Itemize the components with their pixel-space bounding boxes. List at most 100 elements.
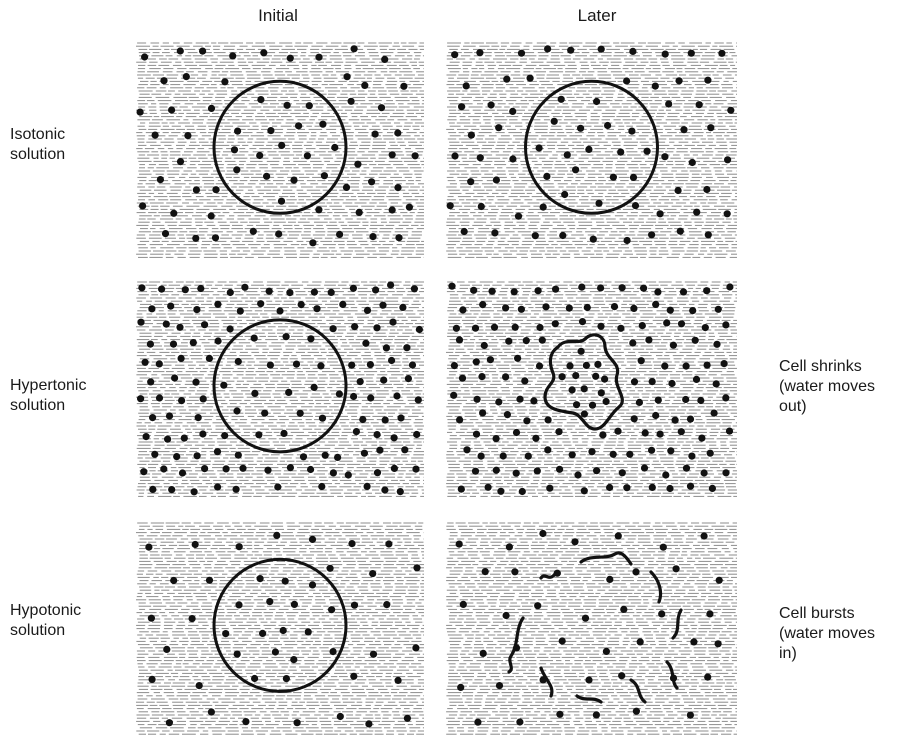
panel-hypertonic-later <box>445 279 738 497</box>
solute-dot <box>493 467 500 474</box>
solute-dot <box>319 121 326 128</box>
solute-dot <box>603 648 610 655</box>
solute-dot <box>162 230 169 237</box>
solute-dot <box>348 98 355 105</box>
solute-dot <box>193 306 200 313</box>
solute-dot <box>636 399 643 406</box>
solute-dot <box>192 235 199 242</box>
solute-dot <box>680 126 687 133</box>
solute-dot <box>168 486 175 493</box>
solute-dot <box>167 303 174 310</box>
solute-dot <box>566 305 573 312</box>
solute-dot <box>184 132 191 139</box>
solute-dot <box>148 615 155 622</box>
solute-dot <box>509 108 516 115</box>
solute-dot <box>385 540 392 547</box>
solute-dot <box>412 644 419 651</box>
solute-dot <box>660 544 667 551</box>
solute-dot <box>532 435 539 442</box>
solute-dot <box>309 239 316 246</box>
solute-dot <box>273 532 280 539</box>
solute-dot <box>376 447 383 454</box>
solute-dot <box>322 452 329 459</box>
solute-dot <box>275 230 282 237</box>
solute-dot <box>593 467 600 474</box>
solute-dot <box>267 127 274 134</box>
panel-hypotonic-later <box>445 520 738 735</box>
solute-dot <box>467 178 474 185</box>
panel-isotonic-later <box>445 40 738 259</box>
solute-dot <box>227 289 234 296</box>
solute-dot <box>147 341 154 348</box>
solute-dot <box>463 82 470 89</box>
solute-dot <box>348 362 355 369</box>
solute-dot <box>478 373 485 380</box>
solute-dot <box>367 394 374 401</box>
solute-dot <box>579 318 586 325</box>
solute-dot <box>357 378 364 385</box>
solute-dot <box>351 323 358 330</box>
solute-dot <box>463 446 470 453</box>
solute-dot <box>327 565 334 572</box>
solute-dot <box>451 51 458 58</box>
solute-dot <box>380 377 387 384</box>
solute-dot <box>236 543 243 550</box>
solute-dot <box>330 325 337 332</box>
solute-dot <box>521 377 528 384</box>
solute-dot <box>381 486 388 493</box>
solute-dot <box>331 144 338 151</box>
solute-dot <box>251 335 258 342</box>
solute-dot <box>287 55 294 62</box>
solute-dot <box>683 465 690 472</box>
solute-dot <box>379 302 386 309</box>
solute-dot <box>378 104 385 111</box>
solute-dot <box>460 601 467 608</box>
solute-dot <box>263 173 270 180</box>
solute-dot <box>482 568 489 575</box>
solute-dot <box>606 484 613 491</box>
row-label-hypertonic-line2: solution <box>10 396 86 416</box>
solute-dot <box>518 306 525 313</box>
solute-dot <box>566 362 573 369</box>
solute-dot <box>604 122 611 129</box>
solute-dot <box>406 204 413 211</box>
solute-dot <box>145 544 152 551</box>
solute-dot <box>220 382 227 389</box>
solute-dot <box>707 450 714 457</box>
solute-dot <box>149 676 156 683</box>
solute-dot <box>257 300 264 307</box>
solute-dot <box>241 284 248 291</box>
solute-dot <box>530 397 537 404</box>
solute-dot <box>672 417 679 424</box>
solute-dot <box>543 173 550 180</box>
solute-dot <box>317 362 324 369</box>
solute-dot <box>532 232 539 239</box>
solute-dot <box>193 186 200 193</box>
solute-dot <box>412 152 419 159</box>
solute-dot <box>599 431 606 438</box>
row-label-hypertonic: Hypertonic solution <box>10 376 86 416</box>
solute-dot <box>307 466 314 473</box>
solute-dot <box>519 488 526 495</box>
solute-dot <box>409 361 416 368</box>
solute-dot <box>156 360 163 367</box>
solute-dot <box>235 601 242 608</box>
solute-dot <box>369 233 376 240</box>
solute-dot <box>293 361 300 368</box>
solute-dot <box>670 342 677 349</box>
solute-dot <box>709 485 716 492</box>
solute-dot <box>687 483 694 490</box>
solute-dot <box>666 485 673 492</box>
solute-dot <box>559 373 566 380</box>
solute-dot <box>641 464 648 471</box>
solute-dot <box>677 228 684 235</box>
solute-dot <box>585 676 592 683</box>
solute-dot <box>648 231 655 238</box>
solute-dot <box>383 601 390 608</box>
solute-dot <box>189 615 196 622</box>
solute-dot <box>619 284 626 291</box>
solute-dot <box>544 45 551 52</box>
solute-dot <box>278 142 285 149</box>
solute-dot <box>394 129 401 136</box>
note-cell-shrinks-line2: (water moves <box>779 377 875 397</box>
